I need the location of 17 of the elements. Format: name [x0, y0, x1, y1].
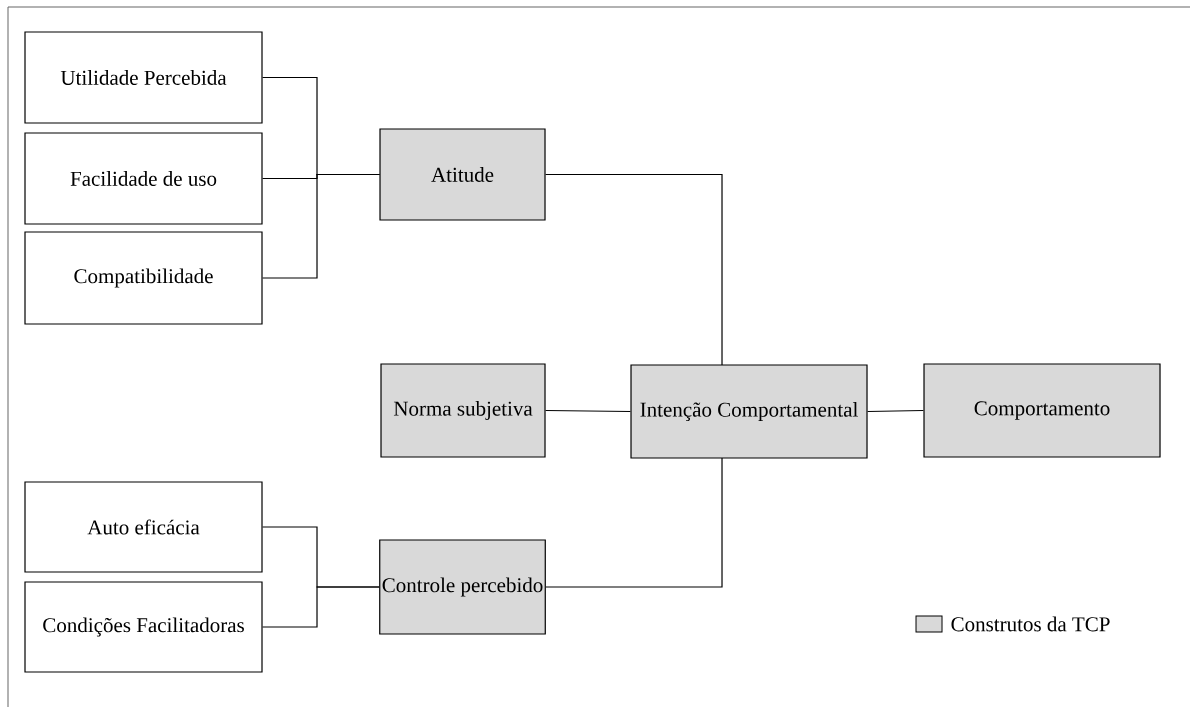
connector-line	[867, 409, 924, 413]
factor-box: Facilidade de uso	[24, 132, 263, 225]
construct-box: Atitude	[379, 128, 546, 221]
construct-box: Controle percebido	[379, 539, 546, 635]
construct-box: Comportamento	[923, 363, 1161, 458]
factor-box: Utilidade Percebida	[24, 31, 263, 124]
connector-line	[262, 173, 380, 279]
factor-box: Compatibilidade	[24, 231, 263, 325]
connector-line	[262, 586, 380, 628]
factor-box: Condições Facilitadoras	[24, 581, 263, 673]
connector-line	[545, 173, 723, 366]
construct-box: Intenção Comportamental	[630, 364, 868, 459]
connector-line	[545, 409, 631, 413]
connector-line	[545, 457, 723, 588]
construct-box: Norma subjetiva	[380, 363, 546, 458]
factor-box: Auto eficácia	[24, 481, 263, 573]
legend-label: Construtos da TCP	[951, 616, 1110, 632]
